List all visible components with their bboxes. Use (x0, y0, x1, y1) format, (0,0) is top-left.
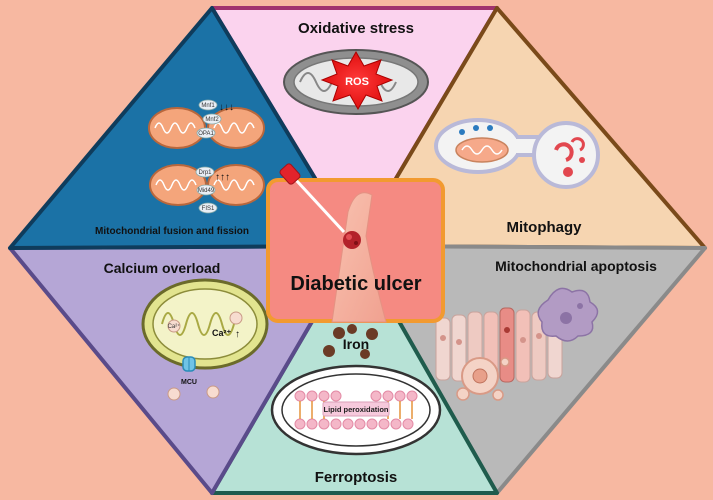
fusing-mitochondria-icon (148, 107, 265, 149)
fission-protein-label: Drp1 (198, 170, 212, 176)
mitophagy-label: Mitophagy (507, 219, 583, 236)
iron-particles-icon (323, 324, 378, 359)
lipid-peroxidation-tag (322, 401, 390, 417)
fusion-protein-label: Mnf1 (201, 103, 215, 109)
mcu-channel-icon (182, 356, 196, 372)
oxidative-stress-label: Oxidative stress (298, 20, 414, 37)
up-arrow-icon: ↑ (235, 329, 240, 340)
fission-protein-label: Mid49 (198, 188, 215, 194)
calcium-ion-icon (167, 311, 243, 401)
up-arrows-icon: ↑↑↑ (215, 172, 230, 183)
ulcer-wound-icon (343, 231, 361, 249)
ferroptosis-label: Ferroptosis (315, 469, 398, 486)
apoptotic-tissue-icon (435, 287, 599, 401)
center-title: Diabetic ulcer (290, 273, 421, 295)
mcu-label: MCU (181, 379, 197, 386)
down-arrows-icon: ↓↓↓ (219, 102, 234, 113)
fission-protein-badges (195, 166, 218, 214)
calcium-ion-label: Ca²⁺ (168, 323, 181, 330)
ros-marker: ROS (345, 76, 369, 88)
lipid-peroxidation-label: Lipid peroxidation (324, 405, 389, 414)
calcium-overload-label: Calcium overload (104, 260, 221, 276)
autophagosome-icon (434, 118, 600, 189)
fusion-protein-label: Mnf2 (205, 117, 219, 123)
fusion-protein-label: OPA1 (198, 131, 214, 137)
iron-label: Iron (343, 336, 369, 352)
fusion-protein-badges (196, 99, 222, 139)
fission-protein-label: FIS1 (202, 206, 215, 212)
swab-icon (279, 163, 346, 234)
calcium-ion-label: Ca²⁺ (212, 328, 232, 338)
mitochondrion-icon (141, 278, 269, 370)
ros-burst-icon (320, 50, 394, 111)
mitochondrial-apoptosis-label: Mitochondrial apoptosis (495, 258, 657, 274)
dividing-mitochondria-icon (149, 164, 265, 206)
foot-illustration (331, 192, 387, 323)
fusion-fission-label: Mitochondrial fusion and fission (95, 226, 249, 237)
